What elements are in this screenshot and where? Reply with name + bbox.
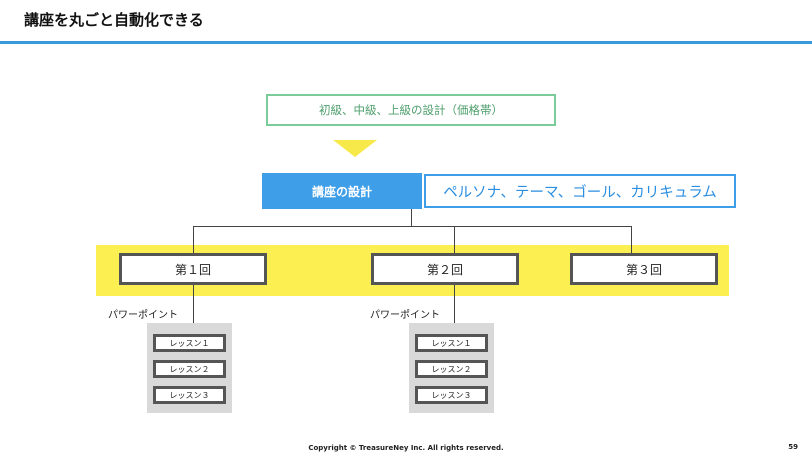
session-2-box: 第２回: [371, 253, 519, 285]
lesson-3-box: レッスン３: [415, 386, 488, 404]
connector-lessons-1: [193, 285, 194, 323]
course-design-label: 講座の設計: [311, 184, 372, 199]
connector-session-2: [454, 226, 455, 253]
lesson-label: レッスン１: [431, 338, 472, 348]
persona-box: ペルソナ、テーマ、ゴール、カリキュラム: [424, 174, 736, 208]
connector-vertical-main: [411, 209, 412, 226]
connector-horizontal: [193, 226, 632, 227]
lesson-1-box: レッスン１: [415, 334, 488, 352]
lesson-label: レッスン３: [169, 390, 210, 400]
session-3-label: 第３回: [625, 262, 662, 277]
title-underline: [0, 41, 812, 44]
powerpoint-label-1: パワーポイント: [108, 310, 178, 321]
connector-lessons-2: [454, 285, 455, 323]
session-2-label: 第２回: [426, 262, 463, 277]
course-design-box: 講座の設計: [262, 173, 422, 209]
lesson-label: レッスン１: [169, 338, 210, 348]
connector-session-3: [631, 226, 632, 253]
lesson-label: レッスン２: [169, 364, 210, 374]
page-number: 59: [788, 443, 798, 451]
copyright-text: Copyright © TreasureNey Inc. All rights …: [308, 444, 504, 452]
lesson-1-box: レッスン１: [153, 334, 226, 352]
course-levels-label: 初級、中級、上級の設計（価格帯）: [319, 103, 503, 117]
lesson-3-box: レッスン３: [153, 386, 226, 404]
slide-title: 講座を丸ごと自動化できる: [24, 11, 204, 29]
lesson-2-box: レッスン２: [153, 360, 226, 378]
course-levels-box: 初級、中級、上級の設計（価格帯）: [266, 94, 556, 126]
lesson-2-box: レッスン２: [415, 360, 488, 378]
session-1-box: 第１回: [119, 253, 267, 285]
session-1-label: 第１回: [174, 262, 211, 277]
powerpoint-label-2: パワーポイント: [370, 310, 440, 321]
lesson-panel-1: レッスン１ レッスン２ レッスン３: [147, 323, 232, 413]
lesson-label: レッスン２: [431, 364, 472, 374]
lesson-label: レッスン３: [431, 390, 472, 400]
down-arrow: [333, 140, 377, 157]
session-3-box: 第３回: [570, 253, 718, 285]
lesson-panel-2: レッスン１ レッスン２ レッスン３: [409, 323, 494, 413]
persona-label: ペルソナ、テーマ、ゴール、カリキュラム: [443, 184, 717, 201]
connector-session-1: [193, 226, 194, 253]
